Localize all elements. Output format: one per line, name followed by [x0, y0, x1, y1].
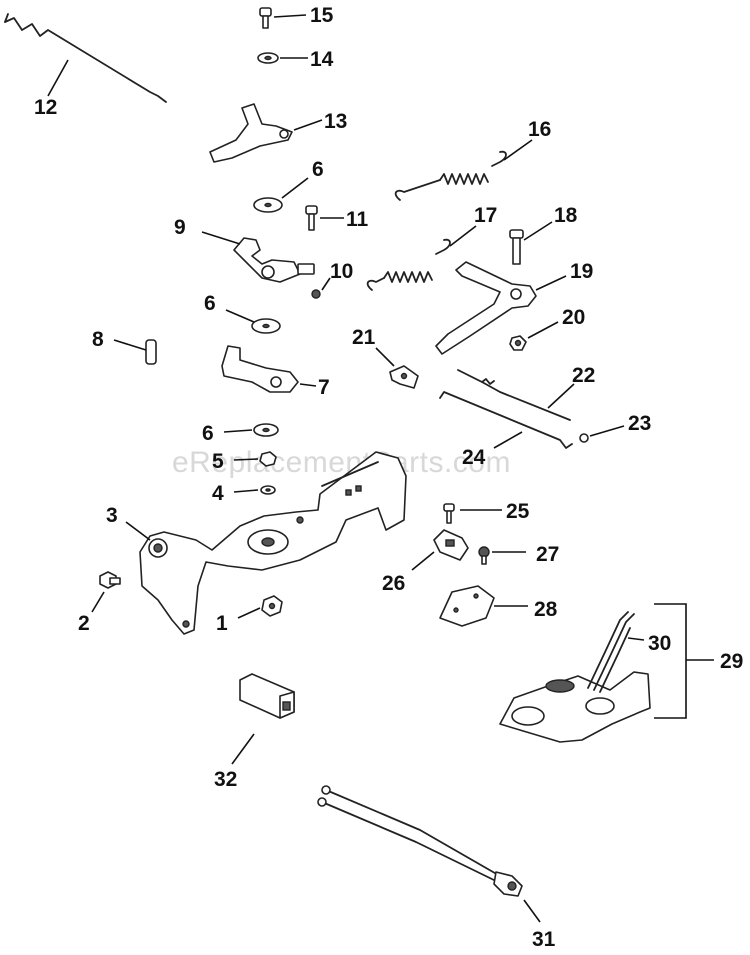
- callout-25: 25: [506, 500, 530, 523]
- part-23-clip: [579, 433, 589, 443]
- callout-10: 10: [330, 260, 353, 283]
- part-2-screw: [99, 571, 121, 589]
- leader-15: [273, 14, 307, 18]
- leader-2: [91, 591, 105, 613]
- callout-28: 28: [534, 598, 558, 621]
- leader-24: [493, 431, 523, 449]
- part-27-screw: [478, 546, 490, 565]
- part-8-pin: [145, 339, 157, 365]
- part-1-nut: [261, 595, 283, 617]
- callout-27: 27: [536, 543, 559, 566]
- callout-1: 1: [216, 612, 228, 635]
- callout-26: 26: [382, 572, 405, 595]
- leader-18: [523, 221, 553, 241]
- leader-12: [47, 59, 69, 97]
- callout-4: 4: [212, 482, 224, 505]
- leader-32: [231, 733, 255, 765]
- callout-7: 7: [318, 376, 330, 399]
- part-18-screw: [509, 229, 524, 265]
- callout-19: 19: [570, 260, 593, 283]
- leader-23: [589, 425, 625, 437]
- leader-6a: [281, 177, 309, 199]
- part-16-spring: [394, 150, 507, 201]
- callout-12: 12: [34, 96, 57, 119]
- callout-24: 24: [462, 446, 486, 469]
- part-25-screw: [443, 503, 455, 524]
- part-10-nut: [311, 289, 321, 299]
- part-19-control-bracket: [435, 261, 537, 355]
- callout-6b: 6: [204, 292, 216, 315]
- leader-16: [503, 139, 533, 161]
- part-6c-washer: [253, 423, 279, 437]
- leader-7: [299, 383, 317, 387]
- callout-18: 18: [554, 204, 578, 227]
- callout-6c: 6: [202, 422, 214, 445]
- callout-9: 9: [174, 216, 186, 239]
- part-12-governor-rod: [4, 13, 167, 103]
- leader-21: [375, 347, 395, 367]
- bracket-29: [654, 603, 687, 719]
- part-31-wire-harness: [317, 785, 523, 897]
- callout-14: 14: [310, 48, 334, 71]
- callout-11: 11: [346, 208, 369, 231]
- part-13-lever: [209, 103, 293, 163]
- leader-4: [233, 489, 259, 493]
- callout-30: 30: [648, 632, 671, 655]
- part-17-spring: [366, 238, 451, 291]
- leader-10: [321, 277, 331, 291]
- part-11-screw: [305, 205, 318, 231]
- part-15-screw: [259, 7, 272, 29]
- callout-31: 31: [532, 928, 556, 951]
- leader-31: [523, 899, 541, 923]
- leader-22: [547, 383, 575, 409]
- part-6b-washer: [251, 318, 281, 334]
- leader-26: [411, 551, 435, 571]
- callout-20: 20: [562, 306, 585, 329]
- callout-32: 32: [214, 768, 237, 791]
- leader-9: [201, 231, 241, 245]
- watermark-text: eReplacementParts.com: [172, 446, 511, 479]
- leader-30: [627, 637, 645, 641]
- part-28-plate: [439, 585, 495, 627]
- part-22-choke-rod: [457, 369, 571, 421]
- leader-5: [233, 458, 259, 461]
- part-29-control-assembly: [499, 671, 651, 743]
- part-26-bracket: [433, 529, 469, 561]
- part-9-throttle-lever: [233, 237, 315, 283]
- callout-16: 16: [528, 118, 551, 141]
- callout-21: 21: [352, 326, 376, 349]
- part-24-throttle-rod: [439, 391, 573, 449]
- callout-5: 5: [212, 450, 224, 473]
- part-30-wire-links: [587, 611, 635, 693]
- leader-6c: [223, 429, 253, 433]
- callout-6a: 6: [312, 158, 324, 181]
- part-4-washer: [260, 485, 276, 495]
- part-5-nut: [259, 451, 277, 467]
- leader-1: [237, 607, 261, 619]
- callout-13: 13: [324, 110, 347, 133]
- callout-2: 2: [78, 612, 90, 635]
- callout-22: 22: [572, 364, 595, 387]
- part-21-clip: [389, 365, 419, 389]
- leader-3: [125, 521, 151, 541]
- leader-6b: [225, 309, 255, 323]
- callout-17: 17: [474, 204, 497, 227]
- part-6a-washer: [253, 197, 283, 213]
- leader-8: [113, 339, 147, 351]
- callout-23: 23: [628, 412, 651, 435]
- callout-8: 8: [92, 328, 104, 351]
- part-3-control-bracket: [139, 451, 407, 635]
- callout-15: 15: [310, 4, 334, 27]
- part-14-washer: [257, 52, 279, 64]
- callout-3: 3: [106, 504, 118, 527]
- leader-20: [527, 321, 559, 339]
- leader-19: [535, 275, 567, 291]
- part-32-connector: [239, 673, 295, 719]
- part-7-choke-lever: [221, 345, 299, 393]
- leader-13: [293, 119, 323, 131]
- leader-17: [449, 225, 477, 247]
- callout-29: 29: [720, 650, 743, 673]
- part-20-nut: [509, 335, 527, 351]
